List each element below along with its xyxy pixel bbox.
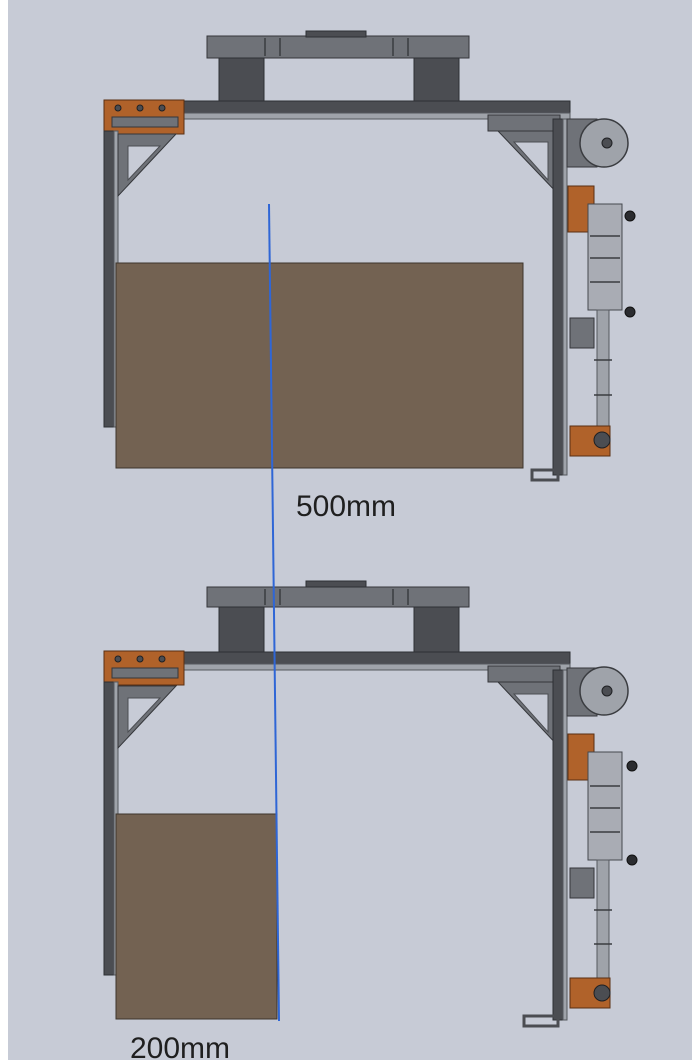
- left-bracket-plate: [111, 116, 179, 128]
- left-gusset-cutout: [127, 697, 162, 734]
- dimension-label-500: 500mm: [296, 490, 396, 523]
- right-gusset-cutout: [512, 693, 549, 734]
- left-post: [103, 130, 115, 428]
- bolt: [136, 655, 144, 663]
- top-rail: [117, 100, 571, 114]
- fitting-icon: [624, 210, 636, 222]
- left-bracket-plate: [111, 667, 179, 679]
- bolt: [114, 104, 122, 112]
- actuator-cylinder: [587, 751, 623, 861]
- actuator-rod: [596, 309, 610, 431]
- bolt: [114, 655, 122, 663]
- right-post: [552, 118, 564, 476]
- fitting-icon: [626, 854, 638, 866]
- top-carriage: [206, 30, 470, 103]
- carriage-leg-right: [413, 57, 460, 103]
- left-post: [103, 681, 115, 976]
- motor-shaft: [601, 685, 613, 697]
- carriage-handle: [305, 580, 367, 588]
- bottom-carriage: [206, 580, 470, 654]
- dimension-label-200: 200mm: [130, 1032, 230, 1060]
- actuator-cylinder: [587, 203, 623, 311]
- actuator-rod: [596, 859, 610, 979]
- right-bracket-plate: [487, 114, 561, 132]
- top-rail: [117, 651, 571, 665]
- actuator-mid-block: [569, 867, 595, 899]
- carriage-leg-right: [413, 606, 460, 654]
- motor-shaft: [601, 137, 613, 149]
- fitting-icon: [626, 760, 638, 772]
- carriage-plate: [206, 35, 470, 59]
- actuator-mid-block: [569, 317, 595, 349]
- right-foot: [530, 468, 560, 482]
- bolt: [158, 655, 166, 663]
- left-gusset-cutout: [127, 145, 162, 182]
- right-foot: [522, 1014, 560, 1028]
- carriage-leg-left: [218, 57, 265, 103]
- view-top: 500mm: [103, 30, 636, 523]
- fitting-icon: [624, 306, 636, 318]
- bolt: [136, 104, 144, 112]
- load-box-200: [115, 813, 278, 1020]
- carriage-leg-left: [218, 606, 265, 654]
- load-box-500: [115, 262, 524, 469]
- bolt: [158, 104, 166, 112]
- right-post-edge: [562, 669, 568, 1021]
- pivot-icon: [593, 984, 611, 1002]
- right-post-edge: [562, 118, 568, 476]
- pivot-icon: [593, 431, 611, 449]
- right-post: [552, 669, 564, 1021]
- right-bracket-plate: [487, 665, 561, 683]
- carriage-plate: [206, 586, 470, 608]
- right-gusset-cutout: [512, 141, 549, 182]
- carriage-handle: [305, 30, 367, 38]
- view-bottom: 200mm: [103, 580, 638, 1060]
- reference-line: [268, 203, 280, 1022]
